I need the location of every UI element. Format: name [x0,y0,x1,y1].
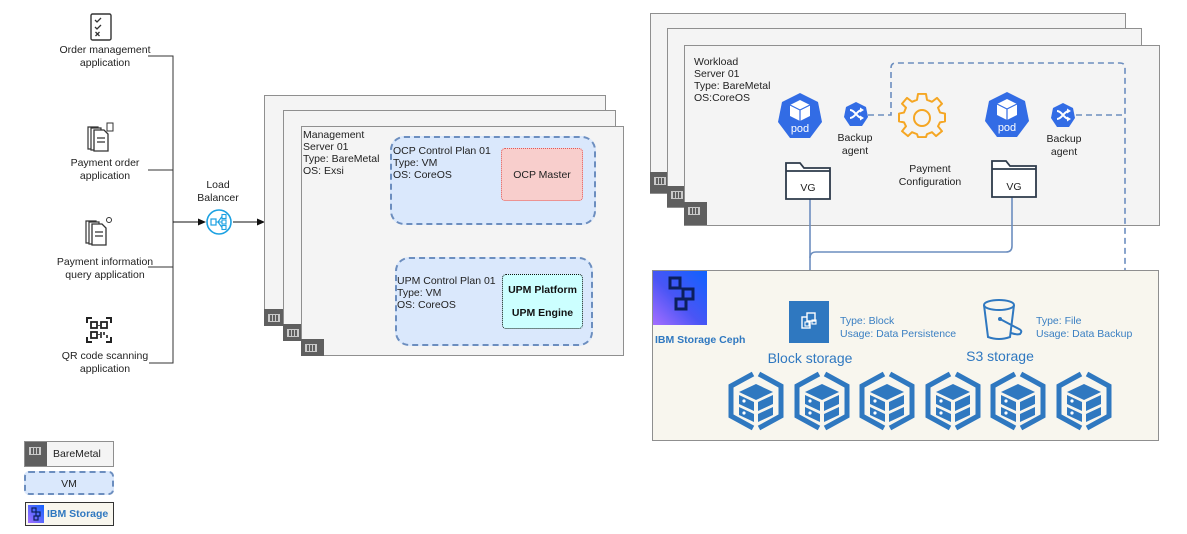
management-server-title: Management Server 01 Type: BareMetal OS:… [303,129,380,177]
legend-label-baremetal: BareMetal [53,448,101,460]
legend-item-vm: VM [24,471,114,495]
upm-engine-label: UPM Engine [511,307,574,319]
storage-node-icon [859,371,915,431]
ocp-master-box[interactable]: OCP Master [501,148,583,201]
baremetal-icon [650,172,667,193]
qr-scan-icon [86,317,112,343]
upm-platform-label: UPM Platform [508,284,577,296]
baremetal-icon [301,339,324,356]
baremetal-icon [283,324,302,341]
storage-node-icon [728,371,784,431]
s3-bucket-icon[interactable] [981,299,1025,341]
block-storage-icon[interactable] [789,301,829,343]
load-balancer-label: Load Balancer [197,179,239,204]
ibm-storage-ceph-logo [653,271,707,325]
gear-icon[interactable] [898,92,946,140]
baremetal-icon [25,442,47,466]
storage-node-icon [925,371,980,431]
pod-icon[interactable]: pod [983,91,1031,139]
s3-storage-name: S3 storage [966,348,1034,364]
vg-label: VG [800,182,816,194]
client-label-payment-order: Payment order application [70,157,140,182]
ocp-control-plane-title: OCP Control Plan 01 Type: VM OS: CoreOS [393,145,491,181]
folder-icon [785,162,831,200]
legend-label-ibm-storage: IBM Storage [47,508,109,520]
legend-item-baremetal: BareMetal [24,441,114,467]
backup-agent-label: Backup agent [837,132,873,157]
baremetal-icon [264,309,283,326]
vg-folder[interactable]: VG [991,160,1037,198]
legend-item-ibm-storage: IBM Storage [25,502,114,526]
backup-agent-icon[interactable] [1050,102,1076,128]
client-label-qr-scanning: QR code scanning application [61,350,149,375]
upm-control-plane-title: UPM Control Plan 01 Type: VM OS: CoreOS [397,275,496,311]
pod-label: pod [791,123,809,135]
client-label-payment-query: Payment information query application [56,256,154,281]
ibm-storage-icon [28,505,44,523]
ibm-storage-ceph-title: IBM Storage Ceph [655,334,746,346]
block-storage-name: Block storage [767,350,853,366]
documents-icon [87,122,114,152]
documents-search-icon [85,217,112,246]
legend-label-vm: VM [61,478,77,490]
upm-components-box[interactable]: UPM Platform UPM Engine [502,274,583,329]
storage-node-icon [794,371,849,431]
workload-server-front[interactable] [684,45,1160,226]
ibm-storage-ceph[interactable] [652,270,1159,441]
ocp-master-label: OCP Master [513,168,571,181]
s3-storage-type: Type: File [1036,315,1082,327]
payment-configuration-label: Payment Configuration [898,163,962,188]
storage-node-icon [1056,371,1111,431]
pod-icon[interactable]: pod [776,92,824,140]
storage-node-icon [990,371,1046,431]
folder-icon [991,160,1037,198]
block-storage-usage: Usage: Data Persistence [840,328,957,340]
baremetal-icon [684,202,707,225]
backup-agent-label: Backup agent [1046,133,1082,158]
s3-storage-usage: Usage: Data Backup [1036,328,1133,340]
baremetal-icon [667,186,684,207]
vg-label: VG [1006,181,1022,193]
client-label-order-management: Order management application [59,44,151,69]
checklist-icon [90,13,112,41]
load-balancer-icon[interactable] [206,209,232,235]
backup-agent-icon[interactable] [843,101,869,127]
vg-folder[interactable]: VG [785,162,831,200]
workload-server-title: Workload Server 01 Type: BareMetal OS:Co… [694,56,771,104]
block-storage-type: Type: Block [840,315,895,327]
pod-label: pod [998,122,1016,134]
